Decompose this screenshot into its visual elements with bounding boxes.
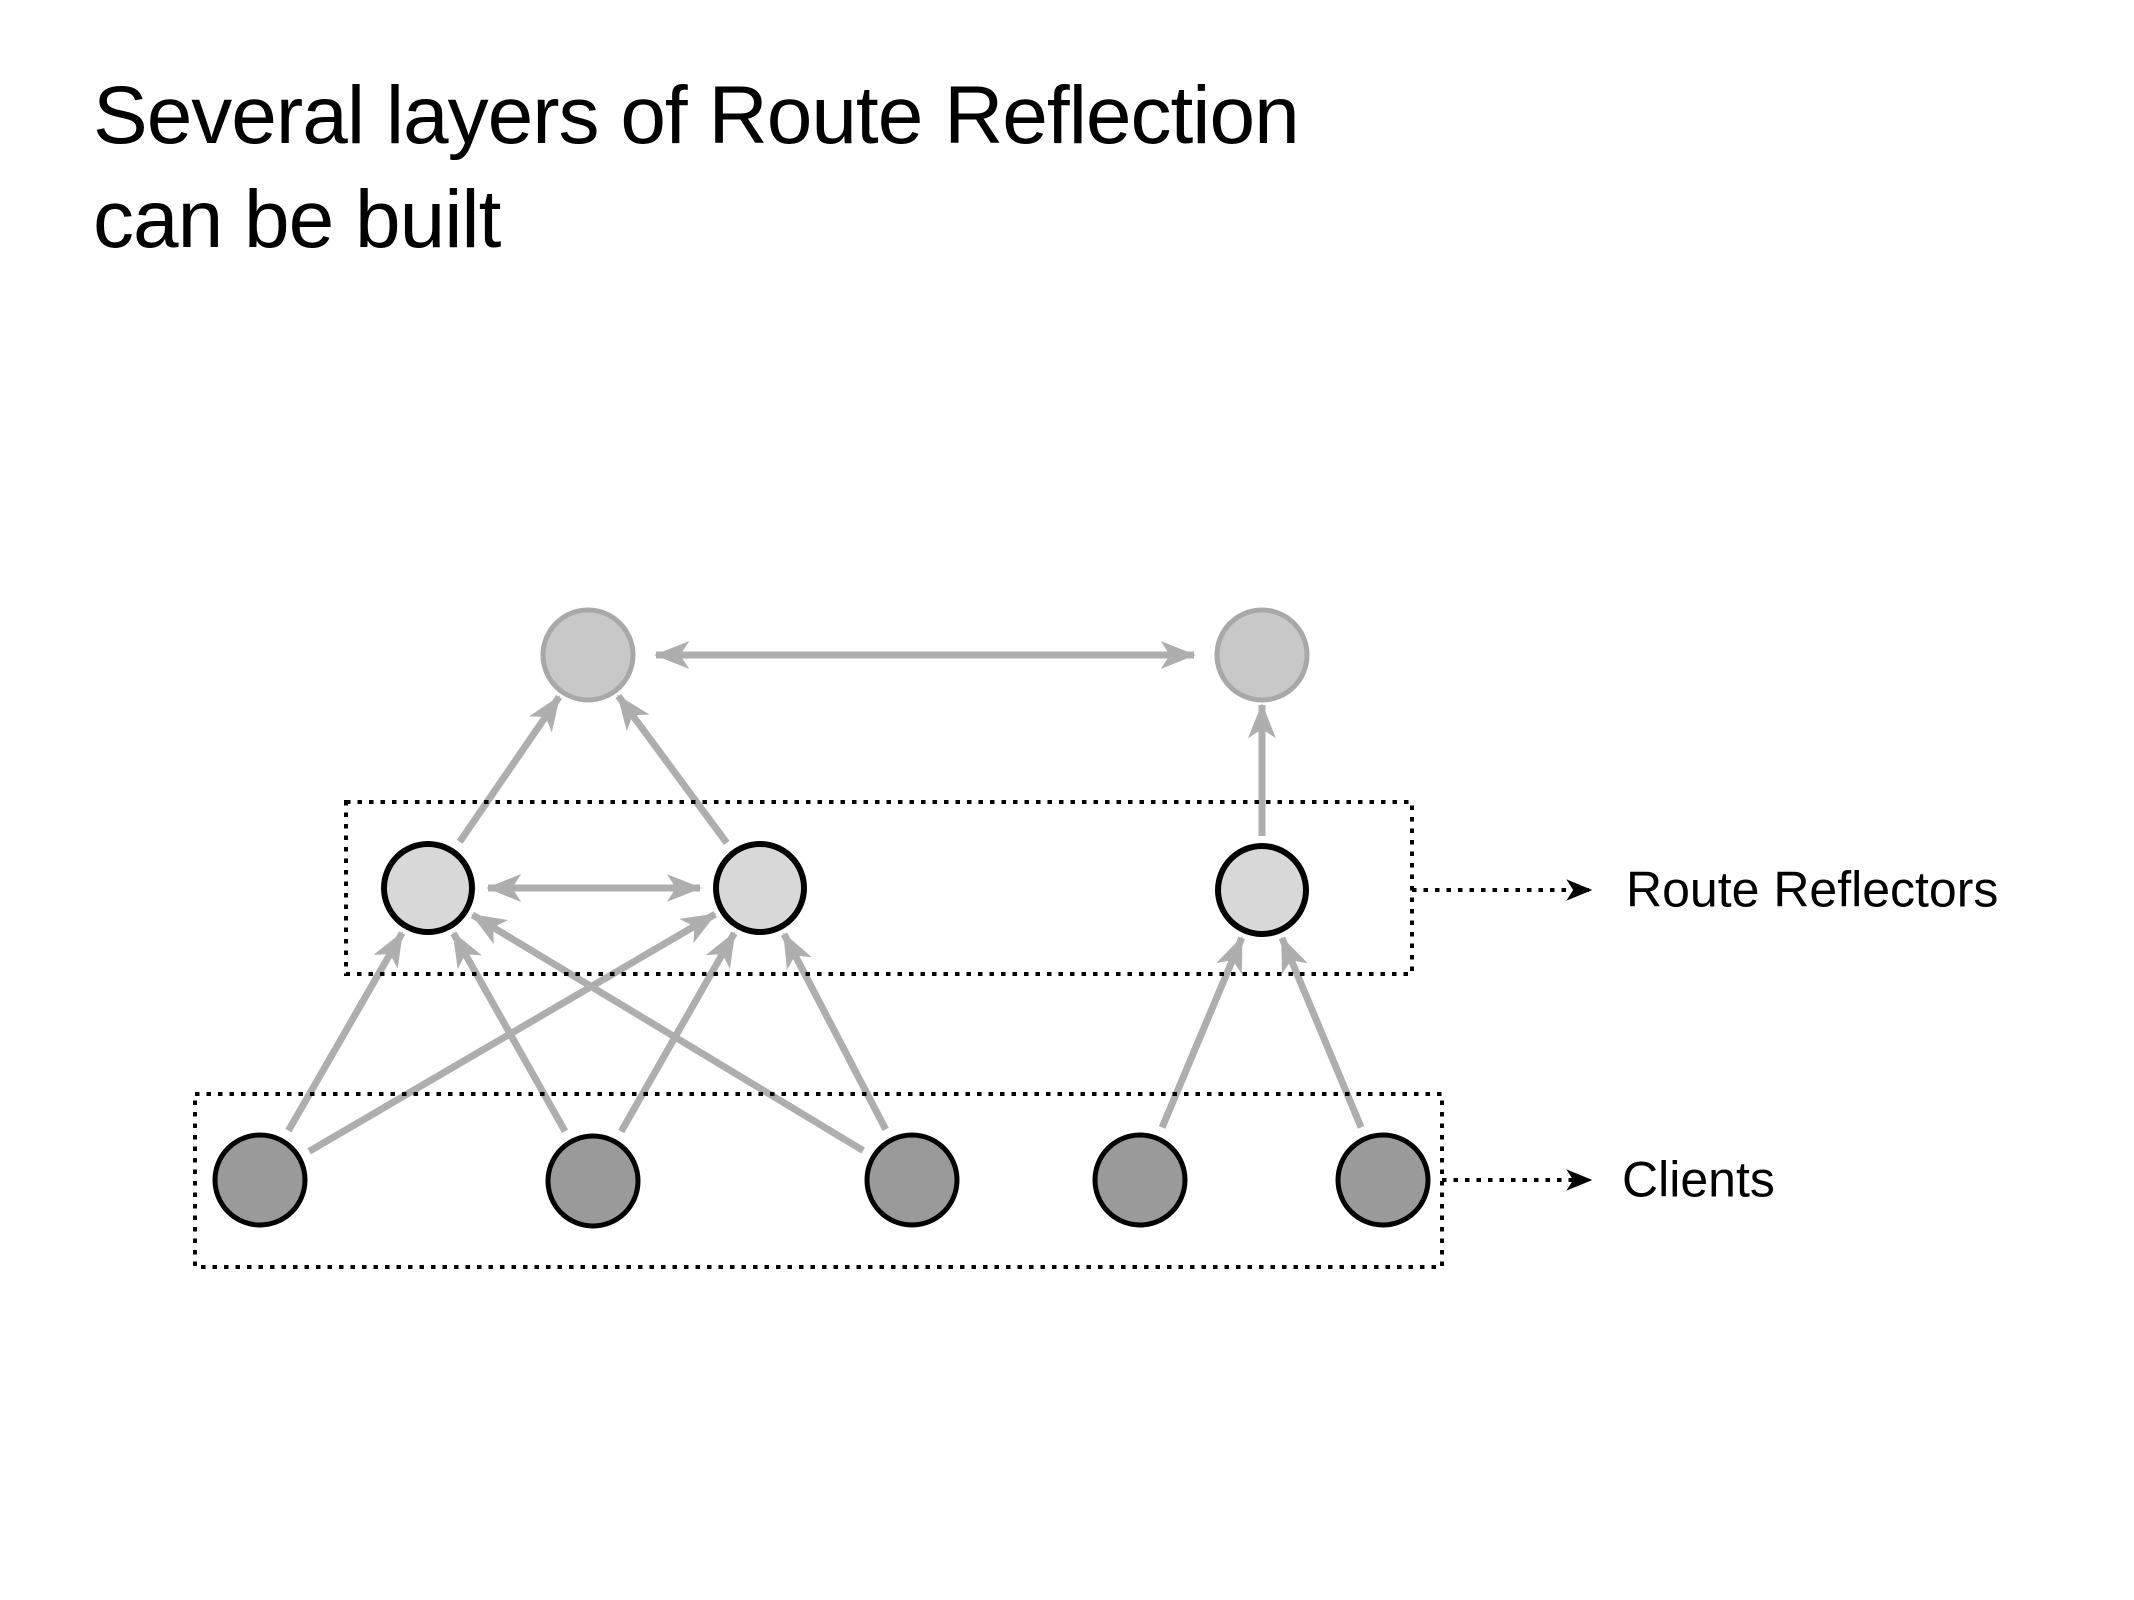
slide-title-line-2: can be built	[93, 174, 501, 266]
route-reflector-1	[381, 841, 475, 935]
client-3	[864, 1132, 960, 1228]
route-reflector-2	[713, 841, 807, 935]
edge-client-5-to-route-reflector-3	[1278, 936, 1365, 1129]
edge-client-4-to-route-reflector-3	[1158, 936, 1246, 1129]
slide-title-line-1: Several layers of Route Reflection	[93, 70, 1300, 161]
client-5	[1335, 1132, 1431, 1228]
route-reflectors-label: Route Reflectors	[1626, 861, 1999, 918]
top-reflector-right	[1214, 607, 1310, 703]
client-1	[212, 1132, 308, 1228]
edge-client-3-to-route-reflector-2	[780, 932, 889, 1132]
edge-client-2-to-route-reflector-1	[450, 931, 569, 1134]
edge-route-reflector-2-to-top-reflector-left	[615, 693, 730, 845]
edge-client-2-to-route-reflector-2	[618, 931, 738, 1134]
top-reflector-left	[540, 607, 636, 703]
client-2	[545, 1133, 641, 1229]
edge-client-1-to-route-reflector-1	[285, 931, 406, 1133]
edge-route-reflector-1-to-top-reflector-left	[456, 695, 562, 844]
clients-box	[193, 1092, 1444, 1269]
route-reflector-3	[1215, 843, 1309, 937]
client-4	[1092, 1132, 1188, 1228]
clients-label: Clients	[1622, 1151, 1775, 1208]
slide-title: Several layers of Route Reflection can b…	[93, 64, 1300, 272]
edge-client-3-to-route-reflector-1	[470, 911, 866, 1154]
